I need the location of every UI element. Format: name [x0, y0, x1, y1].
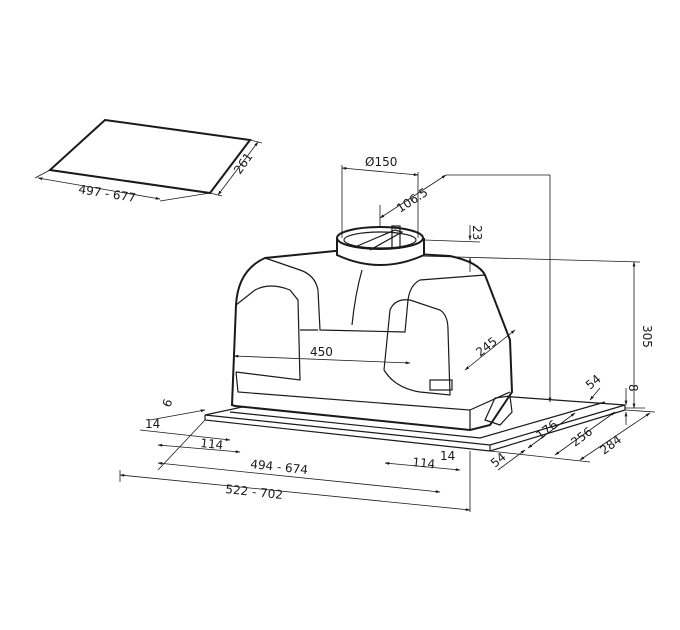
edge-label: 6	[160, 397, 176, 409]
inset-left-label: 114	[200, 436, 224, 452]
cutout-panel: 497 - 677 261	[34, 118, 263, 205]
cutout-width-label: 497 - 677	[78, 182, 137, 205]
inset-right-label: 114	[412, 455, 436, 471]
back-54-label: 54	[583, 372, 604, 393]
duct-diameter-label: Ø150	[365, 155, 397, 169]
duct-collar	[336, 225, 425, 266]
overall-width-range-label: 522 - 702	[225, 482, 284, 502]
margin-right-label: 14	[440, 449, 455, 463]
bracket-icon	[484, 395, 513, 426]
plate-thickness-label: 8	[626, 384, 640, 392]
front-dimensions: 6 14 114 494 - 674 114 14 522 - 702	[119, 397, 471, 512]
hood-body	[230, 248, 514, 432]
collar-height-label: 23	[470, 225, 484, 240]
inner-width-range-label: 494 - 674	[250, 457, 309, 477]
depth-256-label: 256	[568, 424, 595, 449]
duct-offset-label: 106.5	[394, 185, 430, 215]
margin-left-label: 14	[145, 417, 160, 431]
body-width-label: 450	[310, 345, 333, 359]
height-dimensions: 305 8	[624, 261, 654, 425]
depth-284-label: 284	[597, 432, 624, 457]
total-height-label: 305	[640, 325, 654, 348]
control-panel-icon	[429, 379, 453, 391]
